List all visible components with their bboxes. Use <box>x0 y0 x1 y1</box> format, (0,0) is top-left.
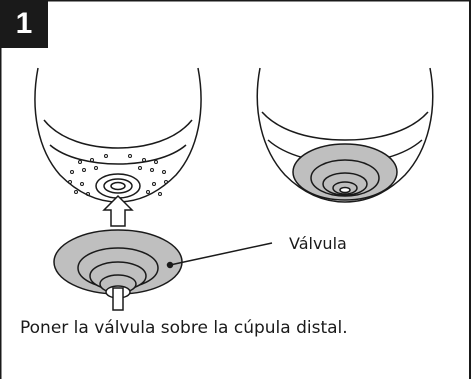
distal-dome-left <box>34 67 202 203</box>
step-number: 1 <box>0 0 48 48</box>
up-arrow-icon <box>102 194 134 227</box>
valve-label: Válvula <box>289 234 347 253</box>
valve <box>53 229 183 311</box>
instruction-caption: Poner la válvula sobre la cúpula distal. <box>20 318 348 338</box>
distal-dome-right <box>256 67 434 203</box>
callout-line <box>166 242 273 269</box>
dome-holes <box>68 154 168 196</box>
